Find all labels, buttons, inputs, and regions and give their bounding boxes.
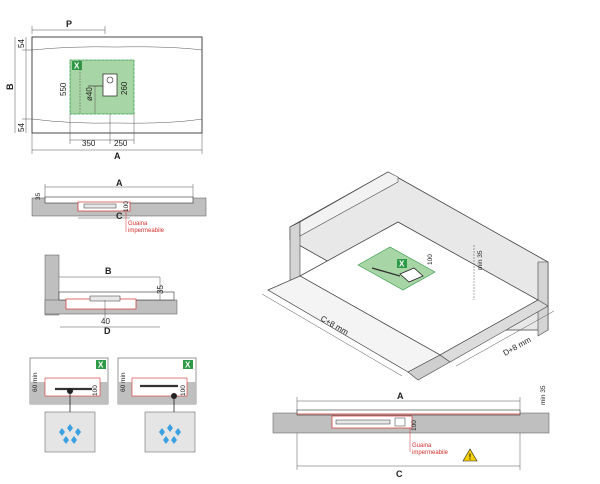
dim-p: P bbox=[66, 19, 72, 29]
sec-a-dim-a: A bbox=[116, 178, 123, 188]
svg-text:Guaina: Guaina bbox=[412, 443, 432, 449]
isometric-view: X 100 min 35 C+8 mm D+8 mm bbox=[261, 171, 555, 381]
top-plan-view: P X 550 ø40 260 54 54 B 350 250 bbox=[5, 19, 203, 161]
svg-text:35: 35 bbox=[35, 192, 42, 200]
svg-text:X: X bbox=[74, 62, 80, 71]
x-badge bbox=[96, 360, 106, 369]
dim-b: B bbox=[5, 83, 15, 90]
svg-text:100: 100 bbox=[123, 201, 130, 212]
detail-left: X 60 min 100 bbox=[29, 357, 109, 453]
svg-text:Guaina: Guaina bbox=[128, 221, 148, 227]
sec-b-dim-d: D bbox=[104, 326, 111, 336]
sec-a-dim-c: C bbox=[116, 211, 123, 221]
svg-text:100: 100 bbox=[92, 385, 99, 396]
svg-text:X: X bbox=[98, 361, 104, 370]
svg-text:impermeabile: impermeabile bbox=[128, 228, 165, 234]
drain-body bbox=[102, 73, 118, 97]
dim-550: 550 bbox=[59, 82, 68, 96]
section-bottom-view: A min 35 100 Guaina impermeabile ! C bbox=[272, 385, 550, 479]
detail-right: X 60 min 100 bbox=[117, 357, 197, 453]
svg-text:35: 35 bbox=[156, 285, 165, 294]
tray-section bbox=[296, 409, 521, 416]
sec-bottom-dim-a: A bbox=[397, 391, 404, 401]
svg-text:X: X bbox=[185, 361, 191, 370]
dim-ø40: ø40 bbox=[85, 87, 94, 101]
dim-250: 250 bbox=[114, 139, 128, 148]
svg-text:impermeabile: impermeabile bbox=[412, 450, 449, 456]
svg-text:60 min: 60 min bbox=[120, 372, 127, 392]
x-badge bbox=[72, 61, 82, 70]
x-badge bbox=[183, 360, 193, 369]
svg-text:min 35: min 35 bbox=[540, 385, 547, 405]
section-b-view: B 35 40 D bbox=[44, 254, 178, 336]
svg-text:min 35: min 35 bbox=[477, 250, 484, 270]
dim-350: 350 bbox=[82, 139, 96, 148]
warning-icon bbox=[462, 448, 478, 462]
dim-54-bottom: 54 bbox=[17, 123, 26, 132]
svg-text:100: 100 bbox=[411, 420, 418, 431]
dim-260: 260 bbox=[120, 81, 129, 95]
svg-text:40: 40 bbox=[101, 317, 110, 326]
dim-d-8: D+8 mm bbox=[502, 335, 533, 358]
section-a-view: A 100 35 C Guaina impermeabile bbox=[31, 178, 207, 234]
dim-54-top: 54 bbox=[17, 39, 26, 48]
dim-a: A bbox=[114, 151, 121, 161]
svg-text:60 min: 60 min bbox=[32, 372, 39, 392]
svg-text:100: 100 bbox=[180, 385, 187, 396]
svg-text:!: ! bbox=[469, 453, 472, 462]
sec-bottom-dim-c: C bbox=[396, 469, 403, 479]
svg-text:100: 100 bbox=[427, 254, 434, 265]
drain-body bbox=[399, 267, 424, 283]
sec-b-dim-b: B bbox=[105, 266, 112, 276]
svg-text:X: X bbox=[399, 260, 405, 269]
